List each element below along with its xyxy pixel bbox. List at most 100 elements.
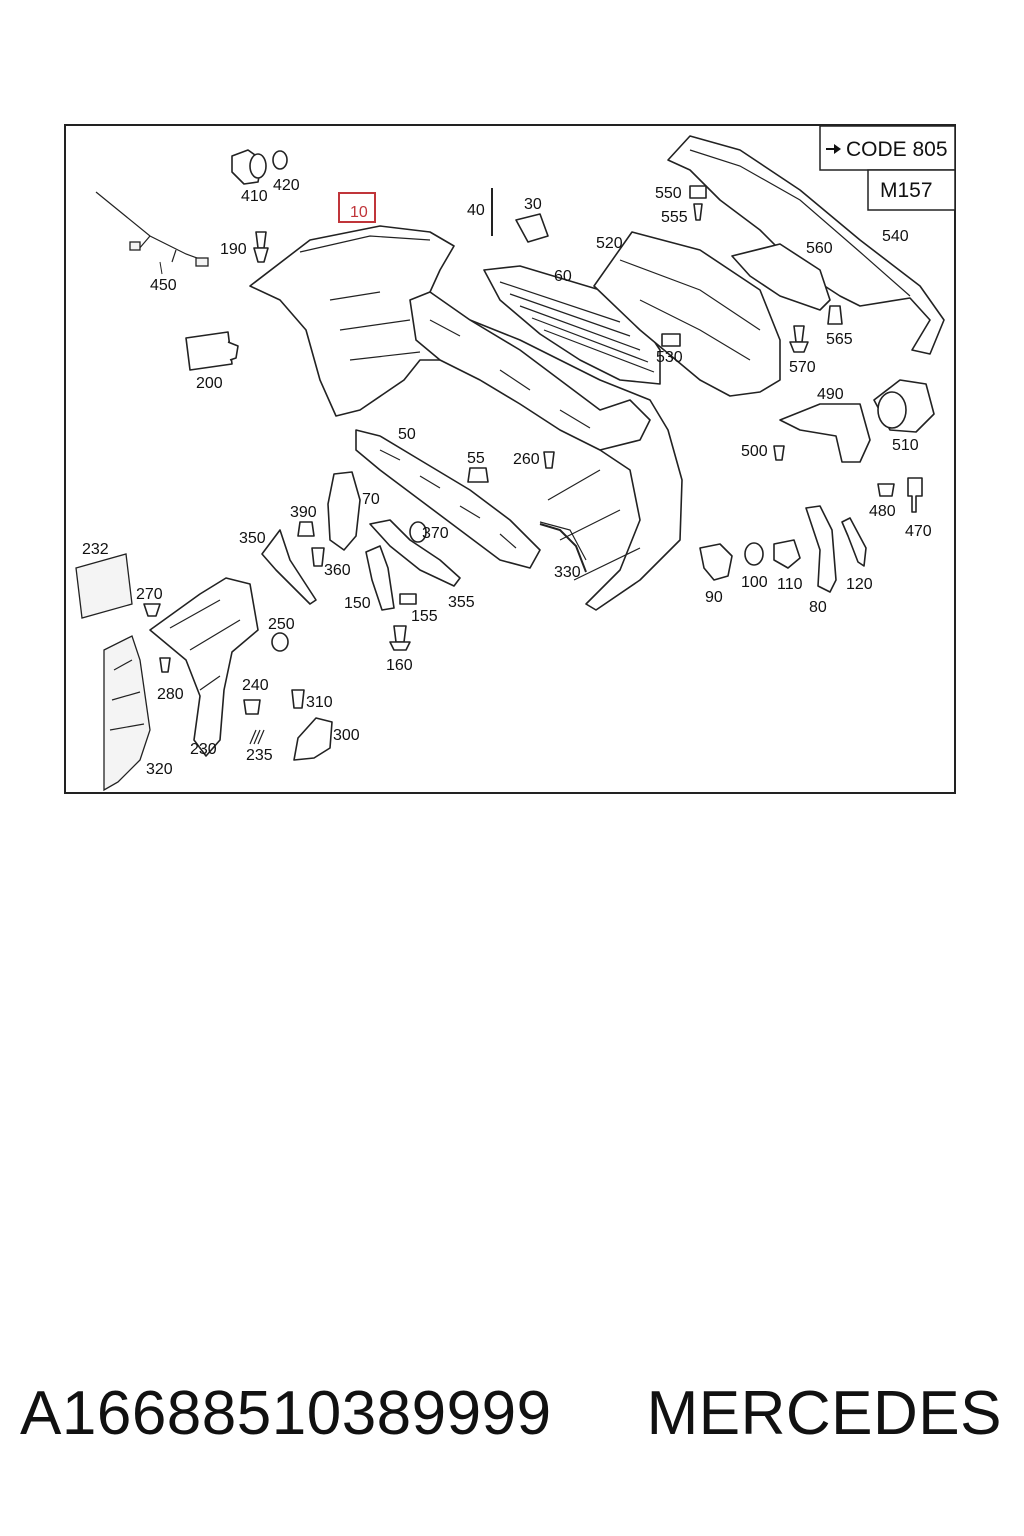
part-230-mount [149, 577, 259, 757]
right-arrow-icon-head [834, 144, 841, 154]
part-560-insert [731, 243, 831, 311]
part-320-liner [103, 635, 151, 792]
label-190: 190 [220, 241, 247, 258]
label-530: 530 [656, 349, 683, 366]
part-60-grille [483, 265, 661, 385]
model-text: M157 [880, 179, 933, 202]
label-30: 30 [524, 196, 542, 213]
part-490-bracket [779, 403, 871, 463]
part-355-bracket [369, 519, 461, 587]
label-480: 480 [869, 503, 896, 520]
part-number: A16688510389999 [20, 1379, 552, 1448]
part-120-trim [841, 517, 867, 567]
label-500: 500 [741, 443, 768, 460]
label-55: 55 [467, 450, 485, 467]
part-160-screw [389, 625, 411, 651]
label-570: 570 [789, 359, 816, 376]
label-235: 235 [246, 747, 273, 764]
model-box: M157 [867, 169, 956, 211]
bumper-inner-structure [409, 291, 651, 451]
label-280: 280 [157, 686, 184, 703]
label-410: 410 [241, 188, 268, 205]
label-555: 555 [661, 209, 688, 226]
part-150-bracket [365, 545, 395, 611]
label-250: 250 [268, 616, 295, 633]
part-232-plate [75, 553, 133, 619]
part-540-diffuser-trim [667, 135, 945, 355]
label-520: 520 [596, 235, 623, 252]
part-390-nut [297, 521, 315, 537]
part-450-wiring-harness [95, 191, 209, 275]
part-110-holder [773, 539, 801, 569]
part-250-nut [271, 632, 289, 652]
part-310-screw [291, 689, 305, 709]
part-235-spring [249, 729, 265, 745]
part-260-screw [543, 451, 555, 469]
label-360: 360 [324, 562, 351, 579]
label-320: 320 [146, 761, 173, 778]
label-560: 560 [806, 240, 833, 257]
label-232: 232 [82, 541, 109, 558]
label-450: 450 [150, 277, 177, 294]
part-270-clip [143, 603, 161, 617]
label-150: 150 [344, 595, 371, 612]
label-310: 310 [306, 694, 333, 711]
part-30-bracket [515, 213, 549, 243]
part-360-screw [311, 547, 325, 567]
part-520-diffuser [593, 231, 781, 397]
part-70-guide [327, 471, 361, 551]
part-55-nut [467, 467, 489, 483]
small-fasteners-upper [661, 185, 843, 353]
part-370-nut [409, 521, 427, 543]
label-420: 420 [273, 177, 300, 194]
part-190-clip [253, 231, 269, 263]
label-390: 390 [290, 504, 317, 521]
label-50: 50 [398, 426, 416, 443]
label-540: 540 [882, 228, 909, 245]
label-490: 490 [817, 386, 844, 403]
label-470: 470 [905, 523, 932, 540]
label-80: 80 [809, 599, 827, 616]
part-330-trim-strip [539, 523, 587, 573]
label-100: 100 [741, 574, 768, 591]
label-300: 300 [333, 727, 360, 744]
label-510: 510 [892, 437, 919, 454]
brand-name: MERCEDES [646, 1379, 1002, 1448]
part-240-nut [243, 699, 261, 715]
label-240: 240 [242, 677, 269, 694]
label-550: 550 [655, 185, 682, 202]
label-40: 40 [467, 202, 485, 219]
label-355: 355 [448, 594, 475, 611]
label-330: 330 [554, 564, 581, 581]
part-480-screw [877, 483, 895, 497]
part-470-connector [907, 477, 923, 513]
part-labels: 10 30 40 50 55 60 70 80 90 100 110 120 1… [82, 177, 932, 778]
label-155: 155 [411, 608, 438, 625]
part-350-bracket [261, 529, 317, 605]
part-510-sensor-housing [873, 379, 935, 433]
label-90: 90 [705, 589, 723, 606]
label-230: 230 [190, 741, 217, 758]
code-box: CODE 805 [819, 125, 956, 171]
label-160: 160 [386, 657, 413, 674]
part-90-housing [699, 543, 733, 581]
label-350: 350 [239, 530, 266, 547]
part-300-cover [293, 717, 333, 761]
label-70: 70 [362, 491, 380, 508]
label-60: 60 [554, 268, 572, 285]
label-260: 260 [513, 451, 540, 468]
part-80-trim [805, 505, 837, 593]
code-805-text: CODE 805 [846, 138, 948, 161]
label-120: 120 [846, 576, 873, 593]
part-10-bumper-cover [249, 225, 683, 611]
part-155-clip [399, 593, 417, 605]
label-370: 370 [422, 525, 449, 542]
label-110: 110 [777, 576, 803, 593]
highlight-box [338, 192, 376, 223]
part-410-420-sensor [231, 149, 288, 185]
label-10: 10 [350, 204, 368, 221]
label-565: 565 [826, 331, 853, 348]
footer: A16688510389999 MERCEDES [0, 1378, 1024, 1478]
label-270: 270 [136, 586, 163, 603]
